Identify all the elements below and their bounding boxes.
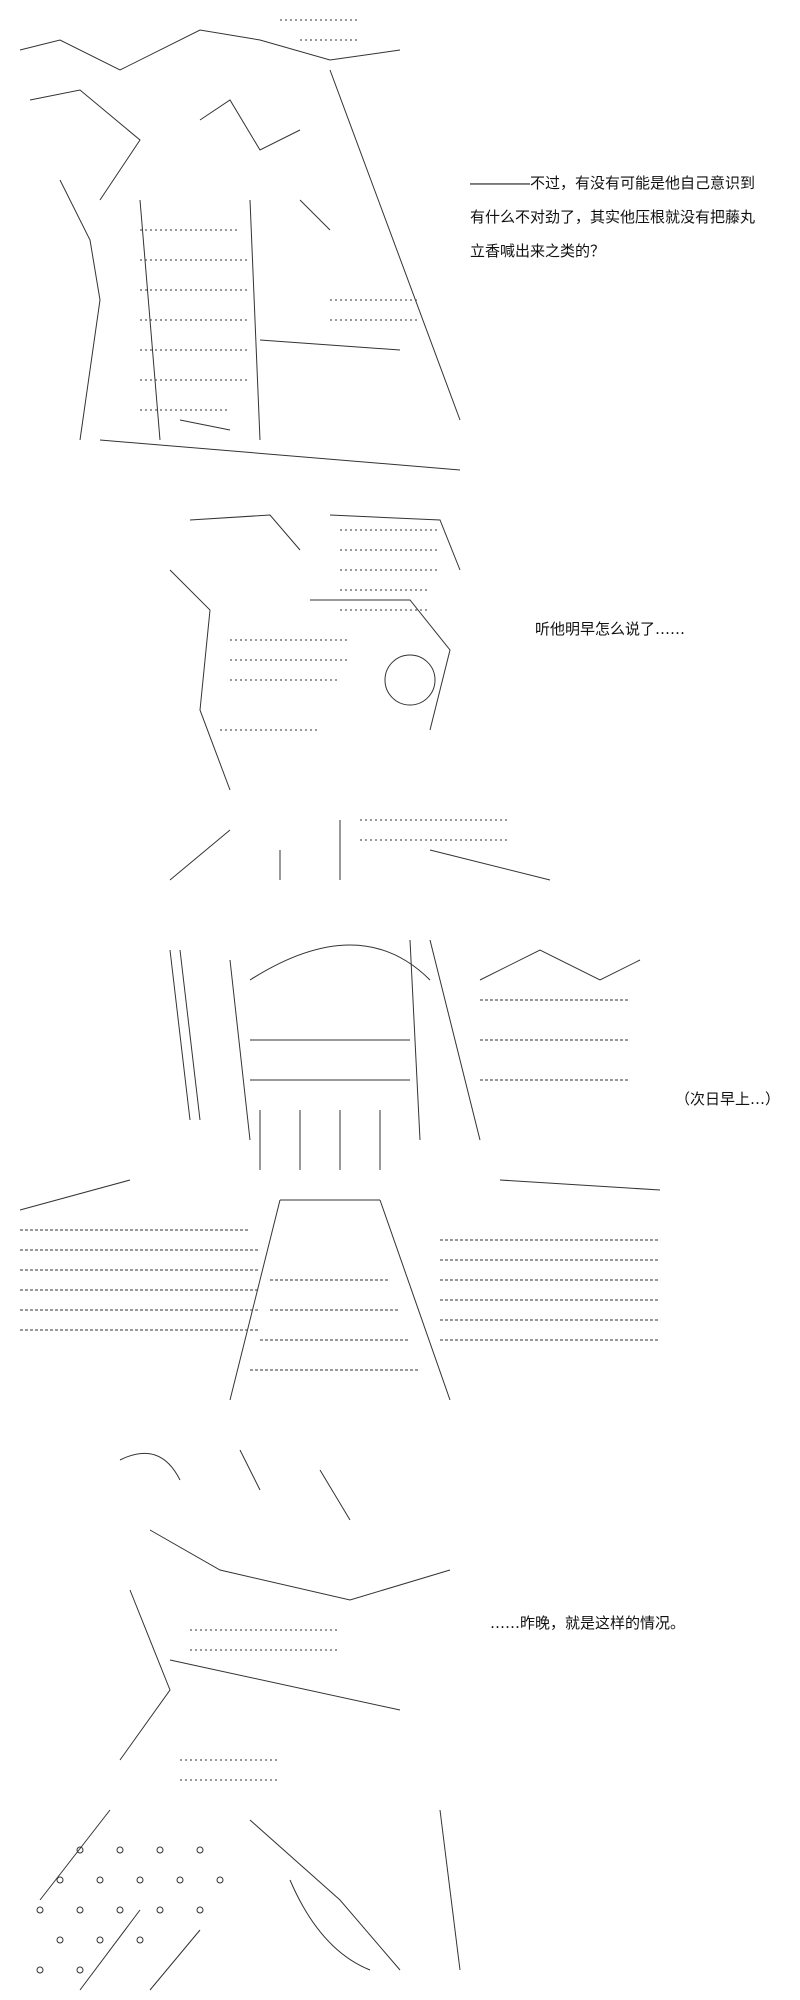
caption-line: 立香喊出来之类的？ [470, 242, 606, 260]
ascii-art-panel-2 [110, 510, 570, 890]
caption-line: ――――不过，有没有可能是他自己意识到 [470, 174, 756, 192]
caption-line: （次日早上…） [675, 1090, 781, 1108]
ascii-art-panel-1 [0, 0, 470, 480]
caption-line: ……昨晚，就是这样的情况。 [490, 1614, 686, 1632]
caption-panel-3: （次日早上…） [675, 1082, 780, 1116]
ascii-art-panel-4 [20, 1430, 480, 2000]
caption-panel-2: 听他明早怎么说了…… [535, 612, 685, 646]
caption-line: 有什么不对劲了，其实他压根就没有把藤丸 [470, 208, 756, 226]
ascii-art-panel-3 [0, 880, 660, 1420]
caption-panel-1: ――――不过，有没有可能是他自己意识到 有什么不对劲了，其实他压根就没有把藤丸 … [470, 166, 755, 268]
caption-panel-4: ……昨晚，就是这样的情况。 [490, 1606, 685, 1640]
caption-line: 听他明早怎么说了…… [535, 620, 686, 638]
